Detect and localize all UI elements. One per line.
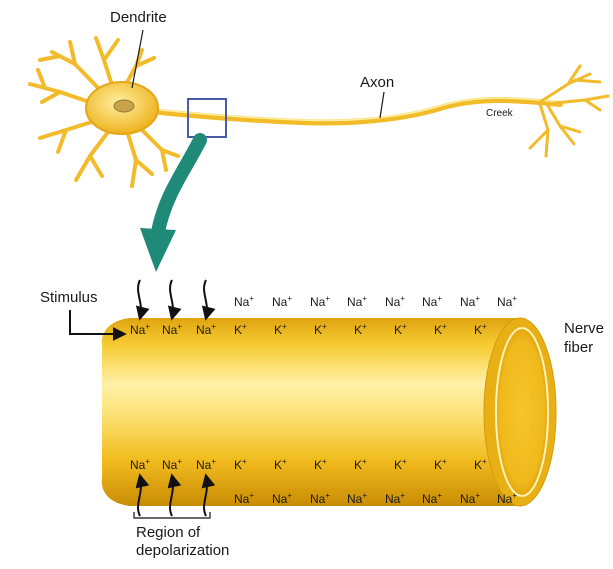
inflow-arrow-1 <box>138 280 141 318</box>
na-ion-outside-top: Na+ <box>310 294 330 309</box>
zoom-arrow <box>140 140 200 272</box>
fiber-label: fiber <box>564 339 593 356</box>
axon-leader <box>380 92 384 118</box>
na-ion-outside-top: Na+ <box>385 294 405 309</box>
axon-label: Axon <box>360 74 394 91</box>
na-ion-outside-top: Na+ <box>460 294 480 309</box>
neuron <box>30 38 608 186</box>
creek-label: Creek <box>486 108 514 119</box>
region-label-line1: Region of <box>136 524 201 541</box>
axon-terminals <box>530 66 608 156</box>
inflow-arrows <box>138 280 207 318</box>
nerve-fiber <box>102 318 556 506</box>
na-ion-outside-top: Na+ <box>347 294 367 309</box>
inflow-arrow-3 <box>204 280 207 318</box>
nucleus <box>114 100 134 112</box>
nerve-label: Nerve <box>564 320 604 337</box>
ions-outside-top: Na+ Na+ Na+ Na+ Na+ Na+ Na+ Na+ <box>234 294 517 309</box>
dendrite-label: Dendrite <box>110 9 167 26</box>
stimulus-label: Stimulus <box>40 289 98 306</box>
inflow-arrow-2 <box>170 280 173 318</box>
dendrite-leader <box>132 30 143 88</box>
na-ion-outside-top: Na+ <box>497 294 517 309</box>
region-label-line2: depolarization <box>136 542 229 559</box>
na-ion-outside-top: Na+ <box>272 294 292 309</box>
na-ion-outside-top: Na+ <box>422 294 442 309</box>
na-ion-outside-top: Na+ <box>234 294 254 309</box>
